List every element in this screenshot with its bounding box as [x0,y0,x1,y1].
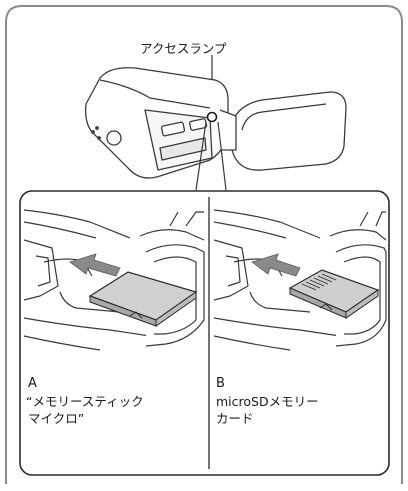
insert-arrow-b [251,253,301,277]
memory-stick-card [88,271,198,327]
outer-frame [5,5,403,484]
zoom-connector [195,121,227,191]
panel-a-line-1: “メモリースティック [26,394,144,409]
access-lamp-label: アクセスランプ [140,41,227,56]
panel-a-letter: A [28,376,37,391]
insert-arrow-a [69,253,121,277]
detail-frame [19,190,390,476]
camera-illustration [84,67,347,179]
panel-b-line-2: カード [216,411,254,426]
access-lamp-marker [206,111,218,123]
panel-a-line-2: マイクロ” [28,411,85,426]
panel-b-line-1: microSDメモリー [216,394,319,409]
microsd-card [288,269,380,319]
panel-b-letter: B [216,376,225,391]
